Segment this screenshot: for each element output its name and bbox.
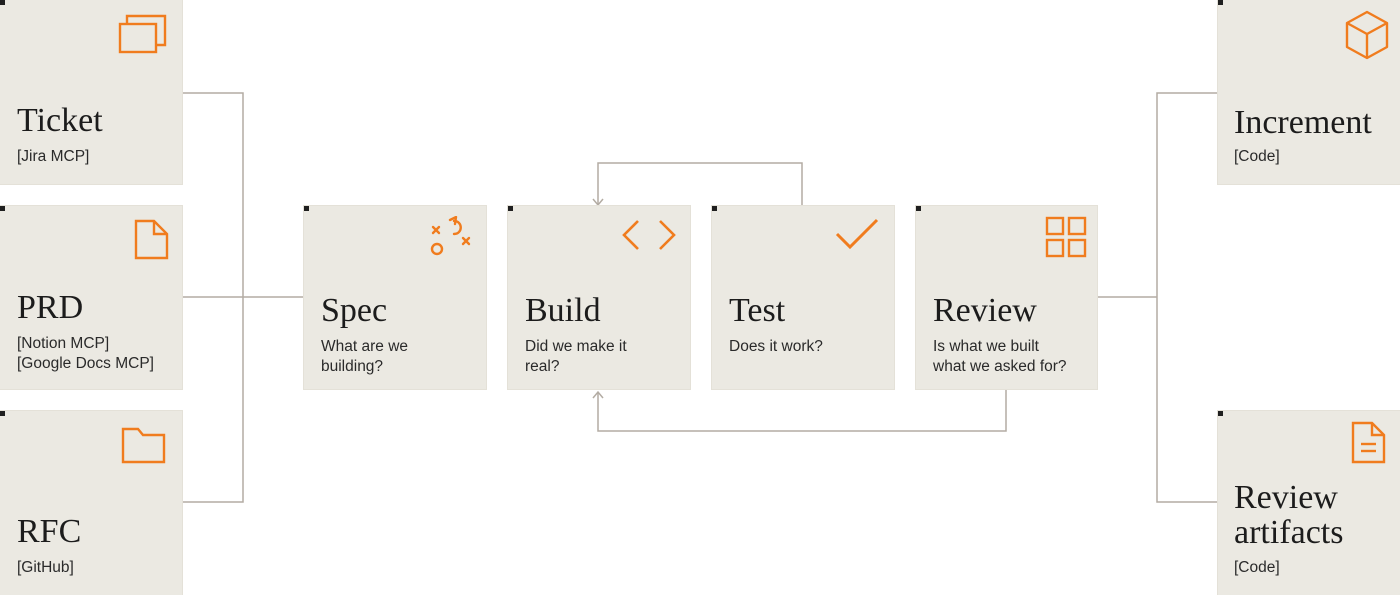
corner-marker xyxy=(1218,0,1223,5)
stage-card-build: Build Did we make it real? xyxy=(508,206,690,389)
stage-question: Does it work? xyxy=(729,338,823,355)
input-sources: [Notion MCP] [Google Docs MCP] xyxy=(17,335,154,372)
corner-marker xyxy=(712,206,717,211)
arrowhead-bottom xyxy=(592,390,604,399)
corner-marker xyxy=(0,411,5,416)
stacked-windows-icon xyxy=(118,13,168,55)
input-card-ticket: Ticket [Jira MCP] xyxy=(0,0,182,184)
output-title: Increment xyxy=(1234,104,1372,141)
corner-marker xyxy=(916,206,921,211)
corner-marker xyxy=(0,206,5,211)
stage-title: Test xyxy=(729,292,786,329)
stage-question: Is what we built what we asked for? xyxy=(933,338,1067,375)
input-title: Ticket xyxy=(17,102,103,139)
output-sources: [Code] xyxy=(1234,148,1280,165)
document-icon xyxy=(134,219,170,261)
stage-card-test: Test Does it work? xyxy=(712,206,894,389)
checkmark-icon xyxy=(834,217,880,251)
cube-icon xyxy=(1344,10,1390,60)
input-title: RFC xyxy=(17,513,82,550)
corner-marker xyxy=(304,206,309,211)
input-card-prd: PRD [Notion MCP] [Google Docs MCP] xyxy=(0,206,182,389)
output-card-increment: Increment [Code] xyxy=(1218,0,1400,184)
stage-title: Review xyxy=(933,292,1037,329)
folder-icon xyxy=(121,427,167,465)
stage-card-spec: Spec What are we building? xyxy=(304,206,486,389)
code-brackets-icon xyxy=(621,219,677,251)
corner-marker xyxy=(508,206,513,211)
output-title: Review artifacts xyxy=(1234,479,1344,551)
test-to-build-loop xyxy=(597,162,803,206)
input-card-rfc: RFC [GitHub] xyxy=(0,411,182,595)
input-sources: [GitHub] xyxy=(17,559,74,576)
review-to-build-loop xyxy=(597,389,1007,432)
input-sources: [Jira MCP] xyxy=(17,148,90,165)
output-card-review-artifacts: Review artifacts [Code] xyxy=(1218,411,1400,595)
arrowhead-top xyxy=(592,198,604,207)
stage-card-review: Review Is what we built what we asked fo… xyxy=(916,206,1097,389)
stage-title: Build xyxy=(525,292,601,329)
grid-icon xyxy=(1045,216,1087,258)
output-sources: [Code] xyxy=(1234,559,1280,576)
stage-question: Did we make it real? xyxy=(525,338,627,375)
corner-marker xyxy=(1218,411,1223,416)
output-connector xyxy=(1156,92,1218,503)
text-document-icon xyxy=(1351,421,1387,465)
strategy-play-icon xyxy=(430,216,478,260)
corner-marker xyxy=(0,0,5,5)
input-title: PRD xyxy=(17,289,84,326)
stage-title: Spec xyxy=(321,292,388,329)
stage-question: What are we building? xyxy=(321,338,409,375)
